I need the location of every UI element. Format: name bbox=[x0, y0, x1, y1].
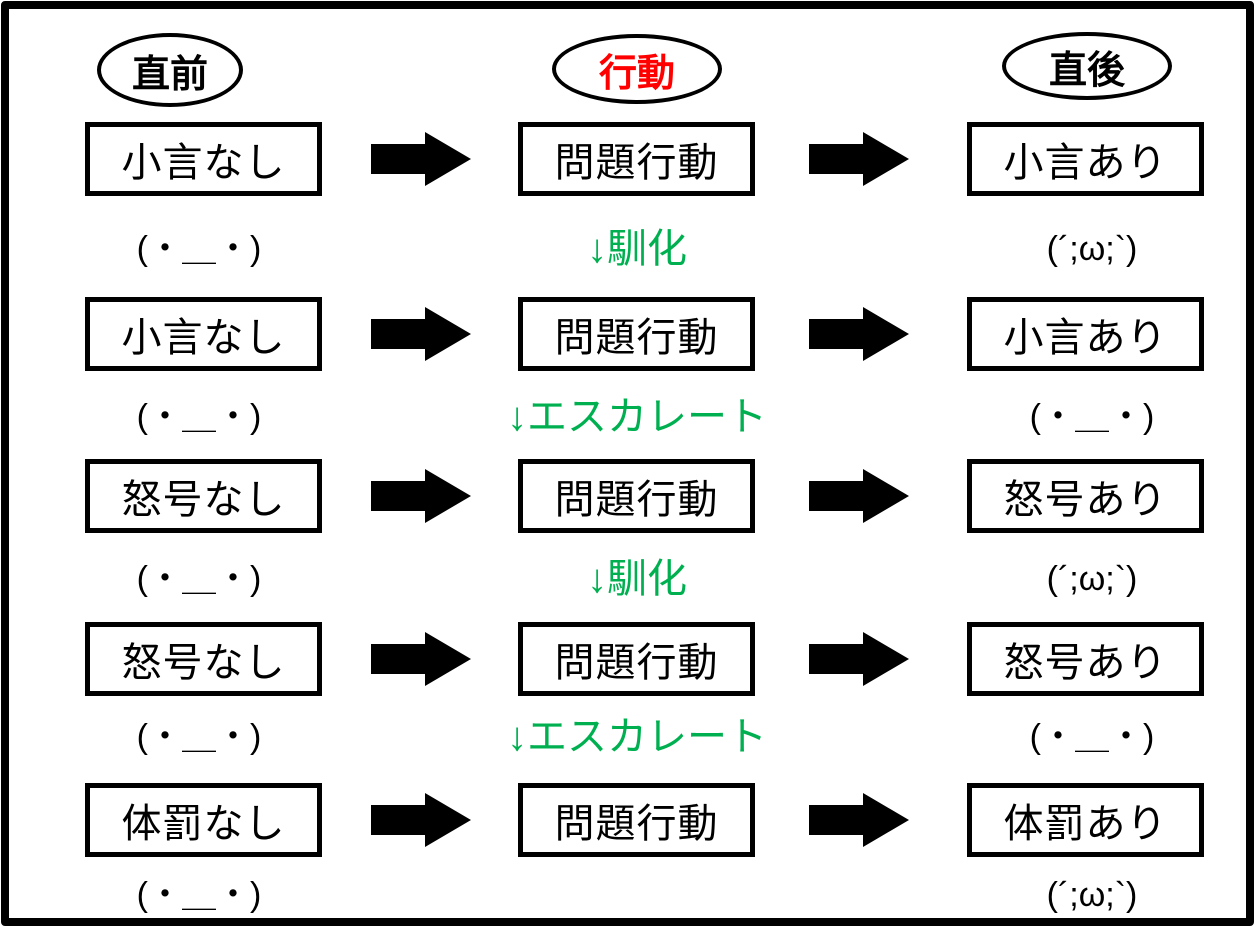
after-box: 小言あり bbox=[967, 122, 1204, 196]
right-arrow-icon bbox=[809, 793, 909, 847]
before-face-emoticon: (・＿・) bbox=[136, 876, 262, 914]
transition-label: ↓馴化 bbox=[587, 557, 687, 601]
after-box: 体罰あり bbox=[967, 783, 1204, 857]
after-box: 怒号あり bbox=[967, 459, 1204, 533]
transition-label: ↓馴化 bbox=[587, 227, 687, 271]
right-arrow-icon bbox=[809, 632, 909, 686]
before-box: 怒号なし bbox=[85, 459, 322, 533]
transition-label: ↓エスカレート bbox=[507, 395, 767, 439]
after-face-emoticon: (´;ω;`) bbox=[1046, 230, 1138, 268]
before-face-emoticon: (・＿・) bbox=[136, 560, 262, 598]
header-ellipse-consequence: 直後 bbox=[1002, 32, 1172, 100]
header-label-antecedent: 直前 bbox=[131, 53, 208, 96]
before-face-emoticon: (・＿・) bbox=[136, 398, 262, 436]
before-box: 小言なし bbox=[85, 297, 322, 371]
action-box: 問題行動 bbox=[518, 297, 755, 371]
before-box: 怒号なし bbox=[85, 622, 322, 696]
header-label-behavior: 行動 bbox=[598, 52, 675, 95]
after-face-emoticon: (´;ω;`) bbox=[1046, 560, 1138, 598]
before-box: 小言なし bbox=[85, 122, 322, 196]
action-box: 問題行動 bbox=[518, 122, 755, 196]
action-box: 問題行動 bbox=[518, 622, 755, 696]
header-ellipse-behavior: 行動 bbox=[552, 34, 722, 104]
before-box: 体罰なし bbox=[85, 783, 322, 857]
after-face-emoticon: (´;ω;`) bbox=[1046, 876, 1138, 914]
right-arrow-icon bbox=[371, 469, 471, 523]
after-box: 小言あり bbox=[967, 297, 1204, 371]
right-arrow-icon bbox=[371, 307, 471, 361]
after-face-emoticon: (・＿・) bbox=[1029, 718, 1155, 756]
before-face-emoticon: (・＿・) bbox=[136, 718, 262, 756]
transition-label: ↓エスカレート bbox=[507, 715, 767, 759]
right-arrow-icon bbox=[371, 793, 471, 847]
right-arrow-icon bbox=[809, 132, 909, 186]
right-arrow-icon bbox=[371, 132, 471, 186]
header-ellipse-antecedent: 直前 bbox=[97, 33, 243, 107]
after-face-emoticon: (・＿・) bbox=[1029, 398, 1155, 436]
right-arrow-icon bbox=[809, 307, 909, 361]
right-arrow-icon bbox=[809, 469, 909, 523]
action-box: 問題行動 bbox=[518, 783, 755, 857]
after-box: 怒号あり bbox=[967, 622, 1204, 696]
action-box: 問題行動 bbox=[518, 459, 755, 533]
right-arrow-icon bbox=[371, 632, 471, 686]
before-face-emoticon: (・＿・) bbox=[136, 230, 262, 268]
header-label-consequence: 直後 bbox=[1048, 49, 1125, 92]
